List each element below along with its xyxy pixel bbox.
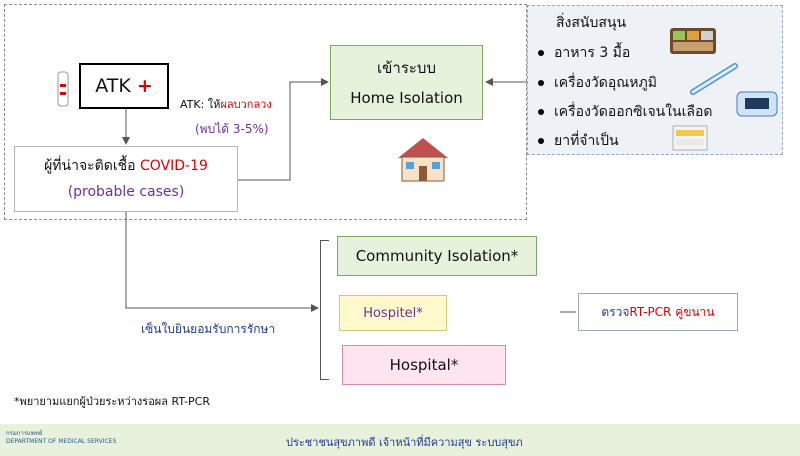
probable-cases-box: ผู้ที่น่าจะติดเชื้อ COVID-19 (probable c… bbox=[14, 146, 238, 212]
support-panel bbox=[527, 5, 783, 155]
support-item-medicine: ยาที่จำเป็น bbox=[538, 130, 619, 152]
atk-false-positive-rate: (พบได้ 3-5%) bbox=[195, 122, 269, 136]
atk-plus: + bbox=[136, 75, 153, 97]
footer-org-en: DEPARTMENT OF MEDICAL SERVICES bbox=[6, 438, 117, 445]
probable-to-facilities-arrow bbox=[125, 212, 319, 312]
probable-line2: (probable cases) bbox=[67, 184, 185, 200]
home-isolation-line1: เข้าระบบ bbox=[377, 58, 436, 77]
hospitel-box: Hospitel* bbox=[339, 295, 447, 331]
support-item-food: อาหาร 3 มื้อ bbox=[538, 42, 630, 64]
support-item-oximeter: เครื่องวัดออกซิเจนในเลือด bbox=[538, 101, 713, 123]
atk-false-positive-note: ATK: ให้ผลบวกลวง bbox=[180, 98, 272, 111]
support-item-thermometer: เครื่องวัดอุณหภูมิ bbox=[538, 72, 657, 94]
footnote: *พยายามแยกผู้ป่วยระหว่างรอผล RT-PCR bbox=[14, 395, 210, 408]
consent-label: เซ็นใบยินยอมรับการรักษา bbox=[141, 322, 276, 336]
facilities-bracket bbox=[320, 240, 329, 380]
footer-org-thai: กรมการแพทย์ bbox=[6, 430, 43, 437]
support-title: สิ่งสนับสนุน bbox=[556, 15, 627, 31]
probable-line1: ผู้ที่น่าจะติดเชื้อ COVID-19 bbox=[44, 158, 208, 174]
hospital-box: Hospital* bbox=[342, 345, 506, 385]
footer-slogan: ประชาชนสุขภาพดี เจ้าหน้าที่มีความสุข ระบ… bbox=[286, 436, 523, 449]
community-isolation-box: Community Isolation* bbox=[337, 236, 537, 276]
home-isolation-line2: Home Isolation bbox=[350, 88, 463, 107]
home-isolation-box: เข้าระบบ Home Isolation bbox=[330, 45, 483, 120]
footer-org: กรมการแพทย์ DEPARTMENT OF MEDICAL SERVIC… bbox=[6, 430, 116, 446]
atk-label: ATK bbox=[95, 75, 131, 97]
footer-bar bbox=[0, 424, 800, 456]
atk-box: ATK + bbox=[79, 63, 169, 109]
rtpcr-box: ตรวจ RT-PCR คู่ขนาน bbox=[578, 293, 738, 331]
